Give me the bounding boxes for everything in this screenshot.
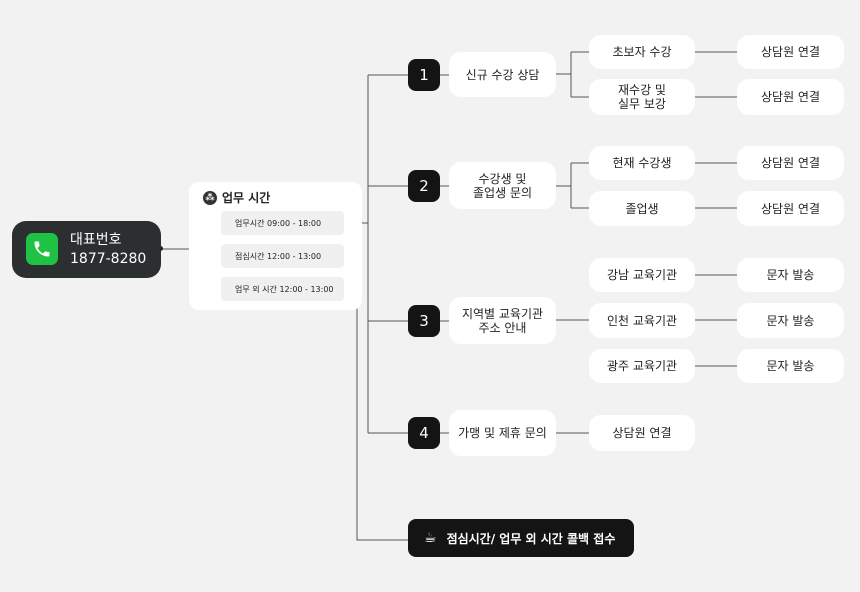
sub-option[interactable]: 인천 교육기관	[589, 303, 695, 338]
hours-row-work: 업무시간 09:00 - 18:00	[221, 211, 344, 235]
hours-row-time: 12:00 - 13:00	[279, 284, 334, 294]
main-number-value: 1877-8280	[70, 251, 147, 267]
coffee-cup-icon: ☕	[424, 530, 437, 546]
menu-option-2[interactable]: 수강생 및 졸업생 문의	[449, 162, 556, 209]
menu-number-4: 4	[408, 417, 440, 449]
hours-row-time: 12:00 - 13:00	[267, 251, 322, 261]
action-connect-agent[interactable]: 상담원 연결	[737, 146, 844, 180]
sub-option[interactable]: 초보자 수강	[589, 35, 695, 69]
action-connect-agent[interactable]: 상담원 연결	[737, 79, 844, 115]
hours-title-text: 업무 시간	[222, 191, 271, 205]
hours-row-label: 업무시간	[235, 218, 265, 228]
hours-row-after-hours: 업무 외 시간 12:00 - 13:00	[221, 277, 344, 301]
menu-number-3: 3	[408, 305, 440, 337]
main-number-card[interactable]: 대표번호 1877-8280	[12, 221, 161, 278]
action-connect-agent[interactable]: 상담원 연결	[737, 191, 844, 226]
business-hours-title: ⁂ 업무 시간	[203, 189, 270, 206]
hours-row-label: 업무 외 시간	[235, 284, 277, 294]
action-send-sms[interactable]: 문자 발송	[737, 258, 844, 292]
sub-option[interactable]: 강남 교육기관	[589, 258, 695, 292]
action-connect-agent[interactable]: 상담원 연결	[737, 35, 844, 69]
sub-option[interactable]: 광주 교육기관	[589, 349, 695, 383]
action-connect-agent[interactable]: 상담원 연결	[589, 415, 695, 451]
hours-row-time: 09:00 - 18:00	[267, 218, 322, 228]
action-send-sms[interactable]: 문자 발송	[737, 303, 844, 338]
menu-number-2: 2	[408, 170, 440, 202]
org-chart-icon: ⁂	[203, 190, 217, 205]
sub-option[interactable]: 졸업생	[589, 191, 695, 226]
action-send-sms[interactable]: 문자 발송	[737, 349, 844, 383]
hours-row-label: 점심시간	[235, 251, 265, 261]
menu-number-1: 1	[408, 59, 440, 91]
main-number-label: 대표번호	[70, 232, 122, 248]
menu-option-1[interactable]: 신규 수강 상담	[449, 52, 556, 97]
sub-option[interactable]: 현재 수강생	[589, 146, 695, 180]
phone-icon	[26, 233, 58, 265]
callback-label: 점심시간/ 업무 외 시간 콜백 접수	[446, 531, 616, 546]
hours-row-lunch: 점심시간 12:00 - 13:00	[221, 244, 344, 268]
sub-option[interactable]: 재수강 및 실무 보강	[589, 79, 695, 115]
business-hours-card: ⁂ 업무 시간 업무시간 09:00 - 18:00 점심시간 12:00 - …	[189, 182, 362, 310]
menu-option-4[interactable]: 가맹 및 제휴 문의	[449, 410, 556, 456]
callback-request-button[interactable]: ☕ 점심시간/ 업무 외 시간 콜백 접수	[408, 519, 634, 557]
menu-option-3[interactable]: 지역별 교육기관 주소 안내	[449, 297, 556, 344]
